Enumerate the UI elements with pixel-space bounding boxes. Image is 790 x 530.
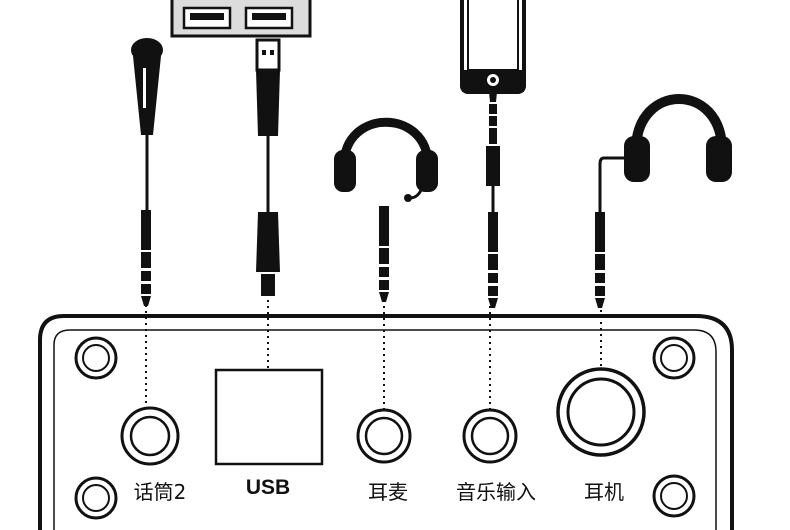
smartphone-icon: [460, 0, 526, 94]
screw-top-left: [74, 336, 118, 380]
headphones-icon: [595, 94, 732, 308]
screw-top-right: [652, 336, 696, 380]
usb-port[interactable]: [214, 368, 324, 466]
mic2-label: 话筒2: [133, 480, 187, 504]
computer-usb-hub-icon: [170, 0, 312, 38]
screw-bottom-left: [74, 476, 118, 520]
headset-icon: [334, 117, 438, 302]
screw-bottom-right: [652, 474, 696, 518]
headphone-jack[interactable]: [556, 367, 646, 457]
headset-label: 耳麦: [368, 480, 408, 504]
mic2-jack[interactable]: [120, 406, 180, 466]
usb-cable-icon: [255, 38, 281, 296]
aux-cable-icon: [486, 92, 500, 308]
music-input-label: 音乐输入: [456, 480, 536, 504]
headphones-label: 耳机: [584, 480, 624, 504]
microphone-icon: [131, 38, 163, 306]
audio-interface-panel: [38, 314, 734, 530]
usb-label: USB: [245, 476, 291, 499]
guide-lines: [145, 300, 602, 410]
